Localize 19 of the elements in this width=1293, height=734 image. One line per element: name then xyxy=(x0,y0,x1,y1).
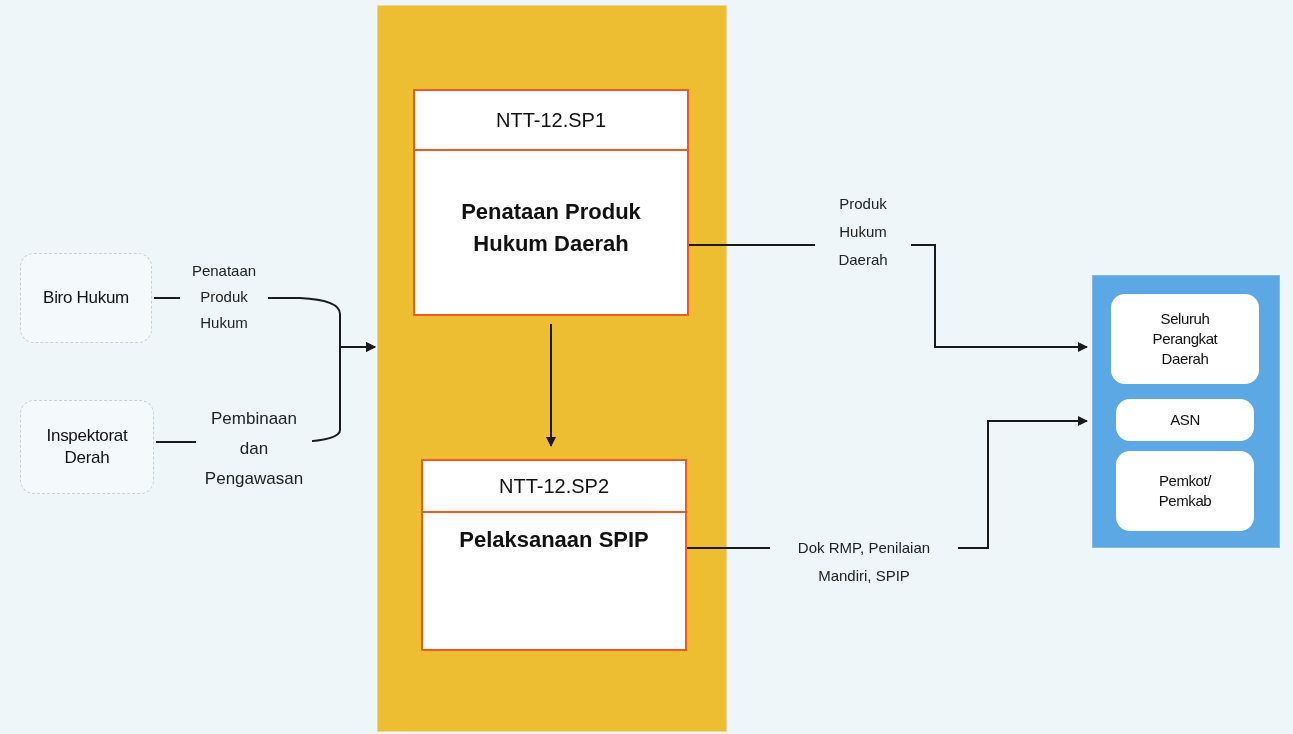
node-label: Seluruh Perangkat Daerah xyxy=(1151,309,1219,369)
node-label: Pemkot/ Pemkab xyxy=(1157,471,1213,511)
source-box xyxy=(20,253,152,343)
target-box xyxy=(1116,399,1254,441)
process-box xyxy=(421,459,687,651)
target-box xyxy=(1111,294,1259,384)
target-panel xyxy=(1092,275,1280,548)
box-title: Penataan Produk Hukum Daerah xyxy=(460,198,642,258)
process-box xyxy=(413,89,689,316)
node-label: ASN xyxy=(1169,410,1201,430)
box-title: Pelaksanaan SPIP xyxy=(458,526,650,554)
target-box xyxy=(1116,451,1254,531)
source-box xyxy=(20,400,154,494)
arrow xyxy=(546,323,556,447)
process-band xyxy=(377,5,727,732)
box-code: NTT-12.SP1 xyxy=(415,91,687,151)
node-label: Inspektorat Derah xyxy=(45,425,129,469)
box-code: NTT-12.SP2 xyxy=(423,461,685,513)
node-label: Biro Hukum xyxy=(42,287,130,309)
